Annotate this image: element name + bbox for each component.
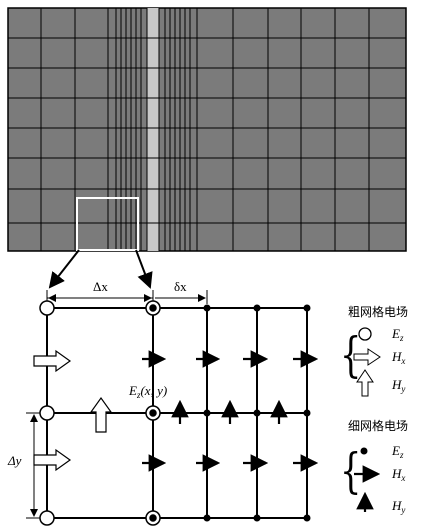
legend-fine: 细网格电场 { Ez Hx Hy xyxy=(340,418,408,515)
coarse-hy-arrow xyxy=(89,396,113,433)
fine-ez-nodes xyxy=(203,304,311,522)
coarse-hx-arrow xyxy=(33,448,72,472)
fine-ez-node xyxy=(253,409,261,417)
legend-coarse-title: 粗网格电场 xyxy=(348,304,408,319)
fine-ez-node xyxy=(303,514,311,522)
svg-text:Hx: Hx xyxy=(391,466,405,483)
mesh-grid xyxy=(7,7,407,252)
fine-hx-arrows xyxy=(142,350,319,472)
coarse-hx-arrows xyxy=(33,349,72,472)
svg-text:Hy: Hy xyxy=(391,498,405,515)
legend-fine-title: 细网格电场 xyxy=(348,418,408,433)
dx-label: Δx xyxy=(93,279,108,294)
shared-ez-nodes xyxy=(145,300,161,526)
fine-ez-node xyxy=(303,409,311,417)
svg-text:Ez: Ez xyxy=(391,443,404,460)
zoom-arrows xyxy=(48,249,153,289)
fine-ez-node xyxy=(203,514,211,522)
dy-label: Δy xyxy=(7,453,22,468)
legend-fine-ez-symbol xyxy=(360,447,368,455)
fine-ez-node xyxy=(203,409,211,417)
svg-text:Ez: Ez xyxy=(391,326,404,343)
zoom-box xyxy=(76,197,139,251)
legend-coarse-hy-symbol xyxy=(356,369,374,397)
fine-ez-node xyxy=(253,304,261,312)
svg-text:Hx: Hx xyxy=(391,349,405,366)
svg-text:Hy: Hy xyxy=(391,377,405,394)
coarse-ez-nodes xyxy=(39,300,55,526)
fine-ez-node xyxy=(203,304,211,312)
legend-fine-brace: { xyxy=(340,443,361,499)
fine-grid-lines xyxy=(46,307,308,519)
dimension-delta-x xyxy=(155,290,208,304)
legend-coarse: 粗网格电场 { Ez Hx Hy xyxy=(340,304,408,397)
coarse-hx-arrow xyxy=(33,349,72,373)
legend-coarse-ez-symbol xyxy=(358,327,372,341)
coarse-ez-node xyxy=(39,405,55,421)
coarse-ez-node xyxy=(39,300,55,316)
coarse-ez-node xyxy=(39,510,55,526)
ez-xy-label: Ez(x, y) xyxy=(128,383,167,400)
legend-coarse-hx-symbol xyxy=(353,348,381,366)
legend-coarse-brace: { xyxy=(340,327,361,383)
fine-hy-arrows xyxy=(171,399,288,424)
fine-ez-node xyxy=(253,514,261,522)
fine-ez-node xyxy=(303,304,311,312)
delta-x-label: δx xyxy=(174,279,187,294)
